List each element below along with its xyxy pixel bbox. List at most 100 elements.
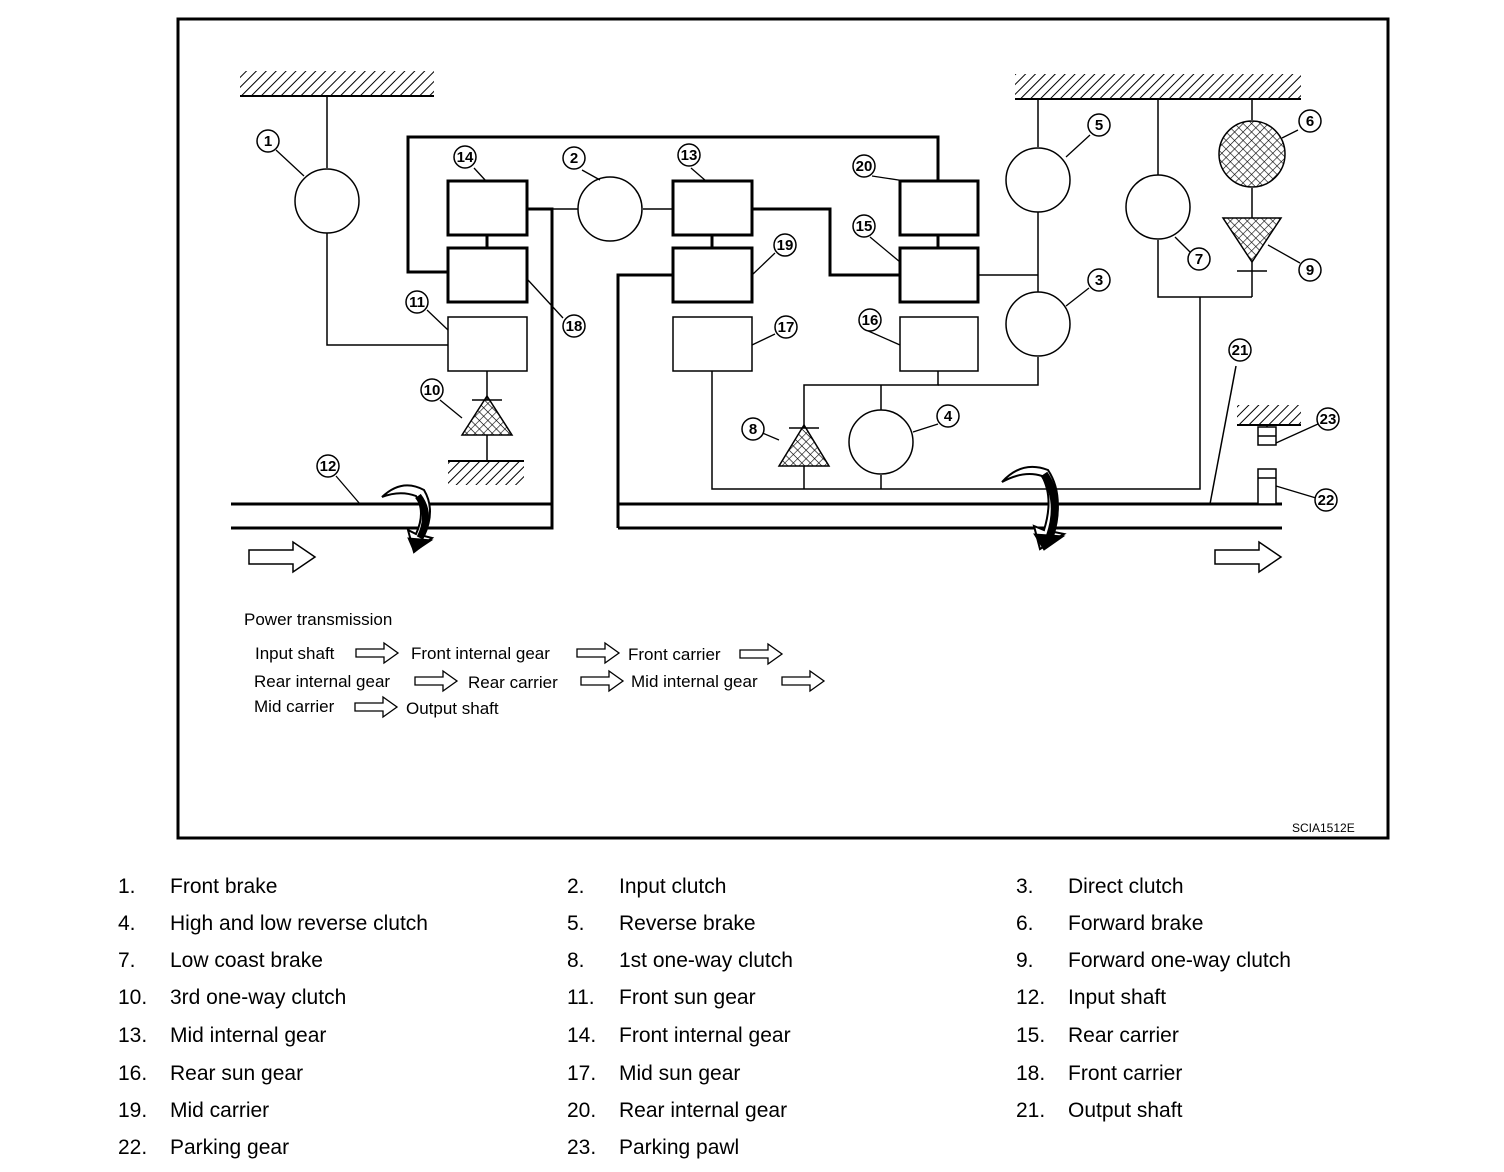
- callout-3: 3: [1087, 268, 1111, 292]
- legend-text: Input clutch: [619, 875, 727, 898]
- legend-text: Parking gear: [170, 1136, 290, 1159]
- legend-number: 14.: [567, 1024, 597, 1047]
- power-transmission-title: Power transmission: [244, 610, 392, 629]
- legend-item: 12.Input shaft: [1016, 985, 1166, 1011]
- legend-item: 7. Low coast brake: [118, 948, 323, 974]
- legend-number: 16.: [118, 1062, 148, 1085]
- callout-21: 21: [1228, 338, 1252, 362]
- thin-links: [326, 96, 1268, 505]
- svg-text:16: 16: [862, 312, 879, 329]
- legend-item: 8.1st one-way clutch: [567, 948, 793, 974]
- clutch-circles: [294, 147, 1191, 475]
- ground-hatches: [240, 71, 1301, 485]
- svg-text:14: 14: [457, 149, 474, 166]
- legend-number: 5.: [567, 912, 585, 935]
- svg-text:1: 1: [264, 133, 272, 150]
- flow-arrows: [248, 540, 1283, 574]
- power-transmission-block: Power transmission Input shaft Front int…: [244, 610, 826, 719]
- callout-23: 23: [1316, 407, 1340, 431]
- legend-number: 15.: [1016, 1024, 1046, 1047]
- legend-text: Rear carrier: [1068, 1024, 1179, 1047]
- svg-text:22: 22: [1318, 492, 1335, 509]
- legend-item: 15. Rear carrier: [1016, 1023, 1179, 1049]
- legend-item: 6. Forward brake: [1016, 911, 1203, 937]
- legend-number: 10.: [118, 986, 148, 1009]
- legend-text: Front internal gear: [619, 1024, 791, 1047]
- svg-text:17: 17: [778, 319, 795, 336]
- svg-text:10: 10: [424, 382, 441, 399]
- pt-row1-item1: Input shaft: [255, 644, 335, 663]
- legend-text: Forward one-way clutch: [1068, 949, 1291, 972]
- legend-text: Mid carrier: [170, 1099, 270, 1122]
- legend-item: 13.Mid internal gear: [118, 1023, 326, 1049]
- legend-text: Rear sun gear: [170, 1062, 304, 1085]
- legend-item: 16. Rear sun gear: [118, 1061, 303, 1087]
- legend-item: 22. Parking gear: [118, 1135, 289, 1161]
- svg-text:18: 18: [566, 318, 583, 335]
- svg-text:7: 7: [1195, 251, 1203, 268]
- svg-text:21: 21: [1232, 342, 1249, 359]
- transmission-diagram: 1 2 3 4 5 6 7 8 9 10 11 12 13 14 15 16 1…: [176, 17, 1390, 840]
- legend-number: 6.: [1016, 912, 1034, 935]
- shafts: [231, 502, 1282, 530]
- legend-number: 1.: [118, 875, 136, 898]
- svg-text:11: 11: [409, 294, 425, 311]
- legend-text: Output shaft: [1068, 1099, 1183, 1122]
- callout-2: 2: [562, 146, 586, 170]
- legend-text: 3rd one-way clutch: [170, 986, 347, 1009]
- leader-lines: [275, 129, 1319, 505]
- pt-row2-item1: Rear internal gear: [254, 672, 390, 691]
- legend-number: 18.: [1016, 1062, 1046, 1085]
- legend-number: 4.: [118, 912, 136, 935]
- legend-text: Input shaft: [1068, 986, 1167, 1009]
- callout-13: 13: [677, 143, 701, 167]
- callout-9: 9: [1298, 258, 1322, 282]
- svg-text:8: 8: [749, 421, 757, 438]
- callout-7: 7: [1187, 247, 1211, 271]
- legend-item: 5. Reverse brake: [567, 911, 756, 937]
- legend-number: 22.: [118, 1136, 148, 1159]
- svg-text:15: 15: [856, 218, 873, 235]
- legend-number: 9.: [1016, 949, 1034, 972]
- legend-item: 4.High and low reverse clutch: [118, 911, 428, 937]
- thick-links: [406, 135, 940, 504]
- callout-14: 14: [453, 145, 477, 169]
- legend-text: Rear internal gear: [619, 1099, 788, 1122]
- pt-row2-item3: Mid internal gear: [631, 672, 758, 691]
- legend-text: Low coast brake: [170, 949, 323, 972]
- svg-text:2: 2: [570, 150, 578, 167]
- callout-11: 11: [405, 290, 429, 314]
- svg-text:19: 19: [777, 237, 794, 254]
- forward-brake-icon: [1218, 120, 1286, 188]
- pt-row2-item2: Rear carrier: [468, 673, 558, 692]
- pt-row1-item2: Front internal gear: [411, 644, 550, 663]
- legend-number: 23.: [567, 1136, 597, 1159]
- legend-number: 8.: [567, 949, 585, 972]
- legend-number: 21.: [1016, 1099, 1046, 1122]
- legend-item: 19. Mid carrier: [118, 1098, 269, 1124]
- pt-row3-item1: Mid carrier: [254, 697, 335, 716]
- pt-arrows: [354, 641, 826, 719]
- one-way-clutch-icons: [460, 217, 1283, 467]
- callout-8: 8: [741, 417, 765, 441]
- callout-10: 10: [420, 378, 444, 402]
- legend-item: 3.Direct clutch: [1016, 874, 1184, 900]
- legend-text: Forward brake: [1068, 912, 1204, 935]
- svg-text:3: 3: [1095, 272, 1103, 289]
- svg-text:4: 4: [944, 408, 953, 425]
- legend-item: 11.Front sun gear: [567, 985, 756, 1011]
- callout-16: 16: [858, 308, 882, 332]
- legend-number: 19.: [118, 1099, 148, 1122]
- svg-text:9: 9: [1306, 262, 1314, 279]
- callout-5: 5: [1087, 113, 1111, 137]
- callout-17: 17: [774, 315, 798, 339]
- svg-text:13: 13: [681, 147, 698, 164]
- legend-number: 7.: [118, 949, 136, 972]
- legend-text: Front carrier: [1068, 1062, 1183, 1085]
- legend-number: 11.: [567, 986, 595, 1009]
- legend-item: 21. Output shaft: [1016, 1098, 1182, 1124]
- callout-1: 1: [256, 129, 280, 153]
- legend-text: Reverse brake: [619, 912, 756, 935]
- legend-item: 17.Mid sun gear: [567, 1061, 740, 1087]
